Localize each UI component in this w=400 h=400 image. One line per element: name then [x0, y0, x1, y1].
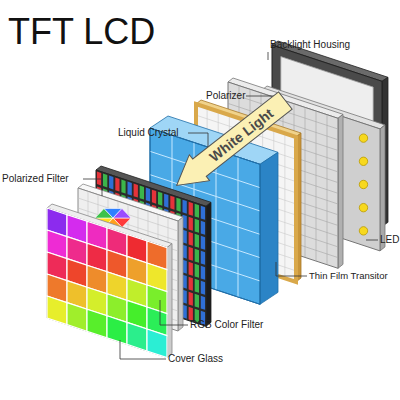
glass-color-cell	[127, 322, 147, 351]
arrow-shape	[166, 88, 295, 199]
diagram-title: TFT LCD	[8, 14, 155, 50]
color-subpixel	[189, 202, 193, 216]
color-subpixel	[121, 180, 125, 194]
color-subpixel	[164, 194, 168, 208]
led-dot	[359, 203, 367, 211]
color-subpixel	[189, 247, 193, 261]
prism-facet	[113, 209, 131, 219]
color-subpixel	[152, 190, 156, 204]
polarized-filter-side	[178, 217, 183, 331]
color-subpixel	[201, 221, 205, 235]
color-subpixel	[189, 292, 193, 306]
color-subpixel	[158, 192, 162, 206]
color-subpixel	[128, 182, 132, 196]
color-subpixel	[195, 264, 199, 278]
color-subpixel	[134, 184, 138, 198]
color-subpixel	[115, 178, 119, 192]
liquid-crystal-block-side	[260, 152, 278, 304]
color-subpixel	[170, 196, 174, 210]
color-subpixel	[140, 186, 144, 200]
leader-line	[83, 179, 102, 196]
rgb-color-filter-side	[206, 202, 211, 326]
leader-line	[120, 340, 166, 359]
color-subpixel	[189, 217, 193, 231]
led-dot	[359, 227, 367, 235]
color-subpixel	[201, 251, 205, 265]
glass-color-cell	[67, 303, 87, 332]
color-subpixel	[201, 266, 205, 280]
part-label: Thin Film Transitor	[309, 271, 388, 281]
color-subpixel	[201, 236, 205, 250]
leader-line	[160, 300, 188, 325]
color-subpixel	[176, 198, 180, 212]
leader-line	[366, 240, 378, 241]
color-subpixel	[189, 277, 193, 291]
color-subpixel	[195, 204, 199, 218]
part-label: Polarized Filter	[2, 174, 69, 184]
color-subpixel	[97, 172, 101, 186]
color-subpixel	[195, 294, 199, 308]
part-label: Liquid Crystal	[118, 128, 179, 138]
glass-color-cell	[47, 296, 67, 325]
leader-line	[276, 262, 307, 276]
led-dot	[359, 134, 367, 142]
color-subpixel	[201, 281, 205, 295]
part-label: Cover Glass	[168, 354, 223, 364]
led-panel-side	[380, 125, 385, 251]
led-dot	[359, 157, 367, 165]
cover-glass	[47, 208, 167, 358]
color-subpixel	[189, 262, 193, 276]
color-subpixel	[146, 188, 150, 202]
color-subpixel	[189, 232, 193, 246]
color-subpixel	[195, 279, 199, 293]
part-label: RGB Color Filter	[190, 320, 263, 330]
glass-color-cell	[87, 309, 107, 338]
color-subpixel	[201, 296, 205, 310]
color-subpixel	[189, 307, 193, 321]
part-label: LED	[380, 235, 399, 245]
color-subpixel	[183, 200, 187, 214]
polarizer-grid-line	[284, 133, 285, 278]
polarized-filter	[78, 188, 178, 331]
color-subpixel	[195, 219, 199, 233]
color-subpixel	[201, 206, 205, 220]
cover-glass-side	[167, 244, 172, 358]
color-subpixel	[103, 174, 107, 188]
leader-line	[268, 52, 269, 60]
glass-color-cell	[147, 329, 167, 358]
glass-color-cell	[107, 316, 127, 345]
color-subpixel	[195, 234, 199, 248]
led-dot	[359, 180, 367, 188]
color-subpixel	[195, 249, 199, 263]
part-label: Backlight Housing	[270, 40, 350, 50]
part-label: Polarizer	[206, 91, 245, 101]
tft-panel-side	[338, 114, 343, 268]
leader-line	[188, 133, 208, 150]
color-subpixel	[109, 176, 113, 190]
